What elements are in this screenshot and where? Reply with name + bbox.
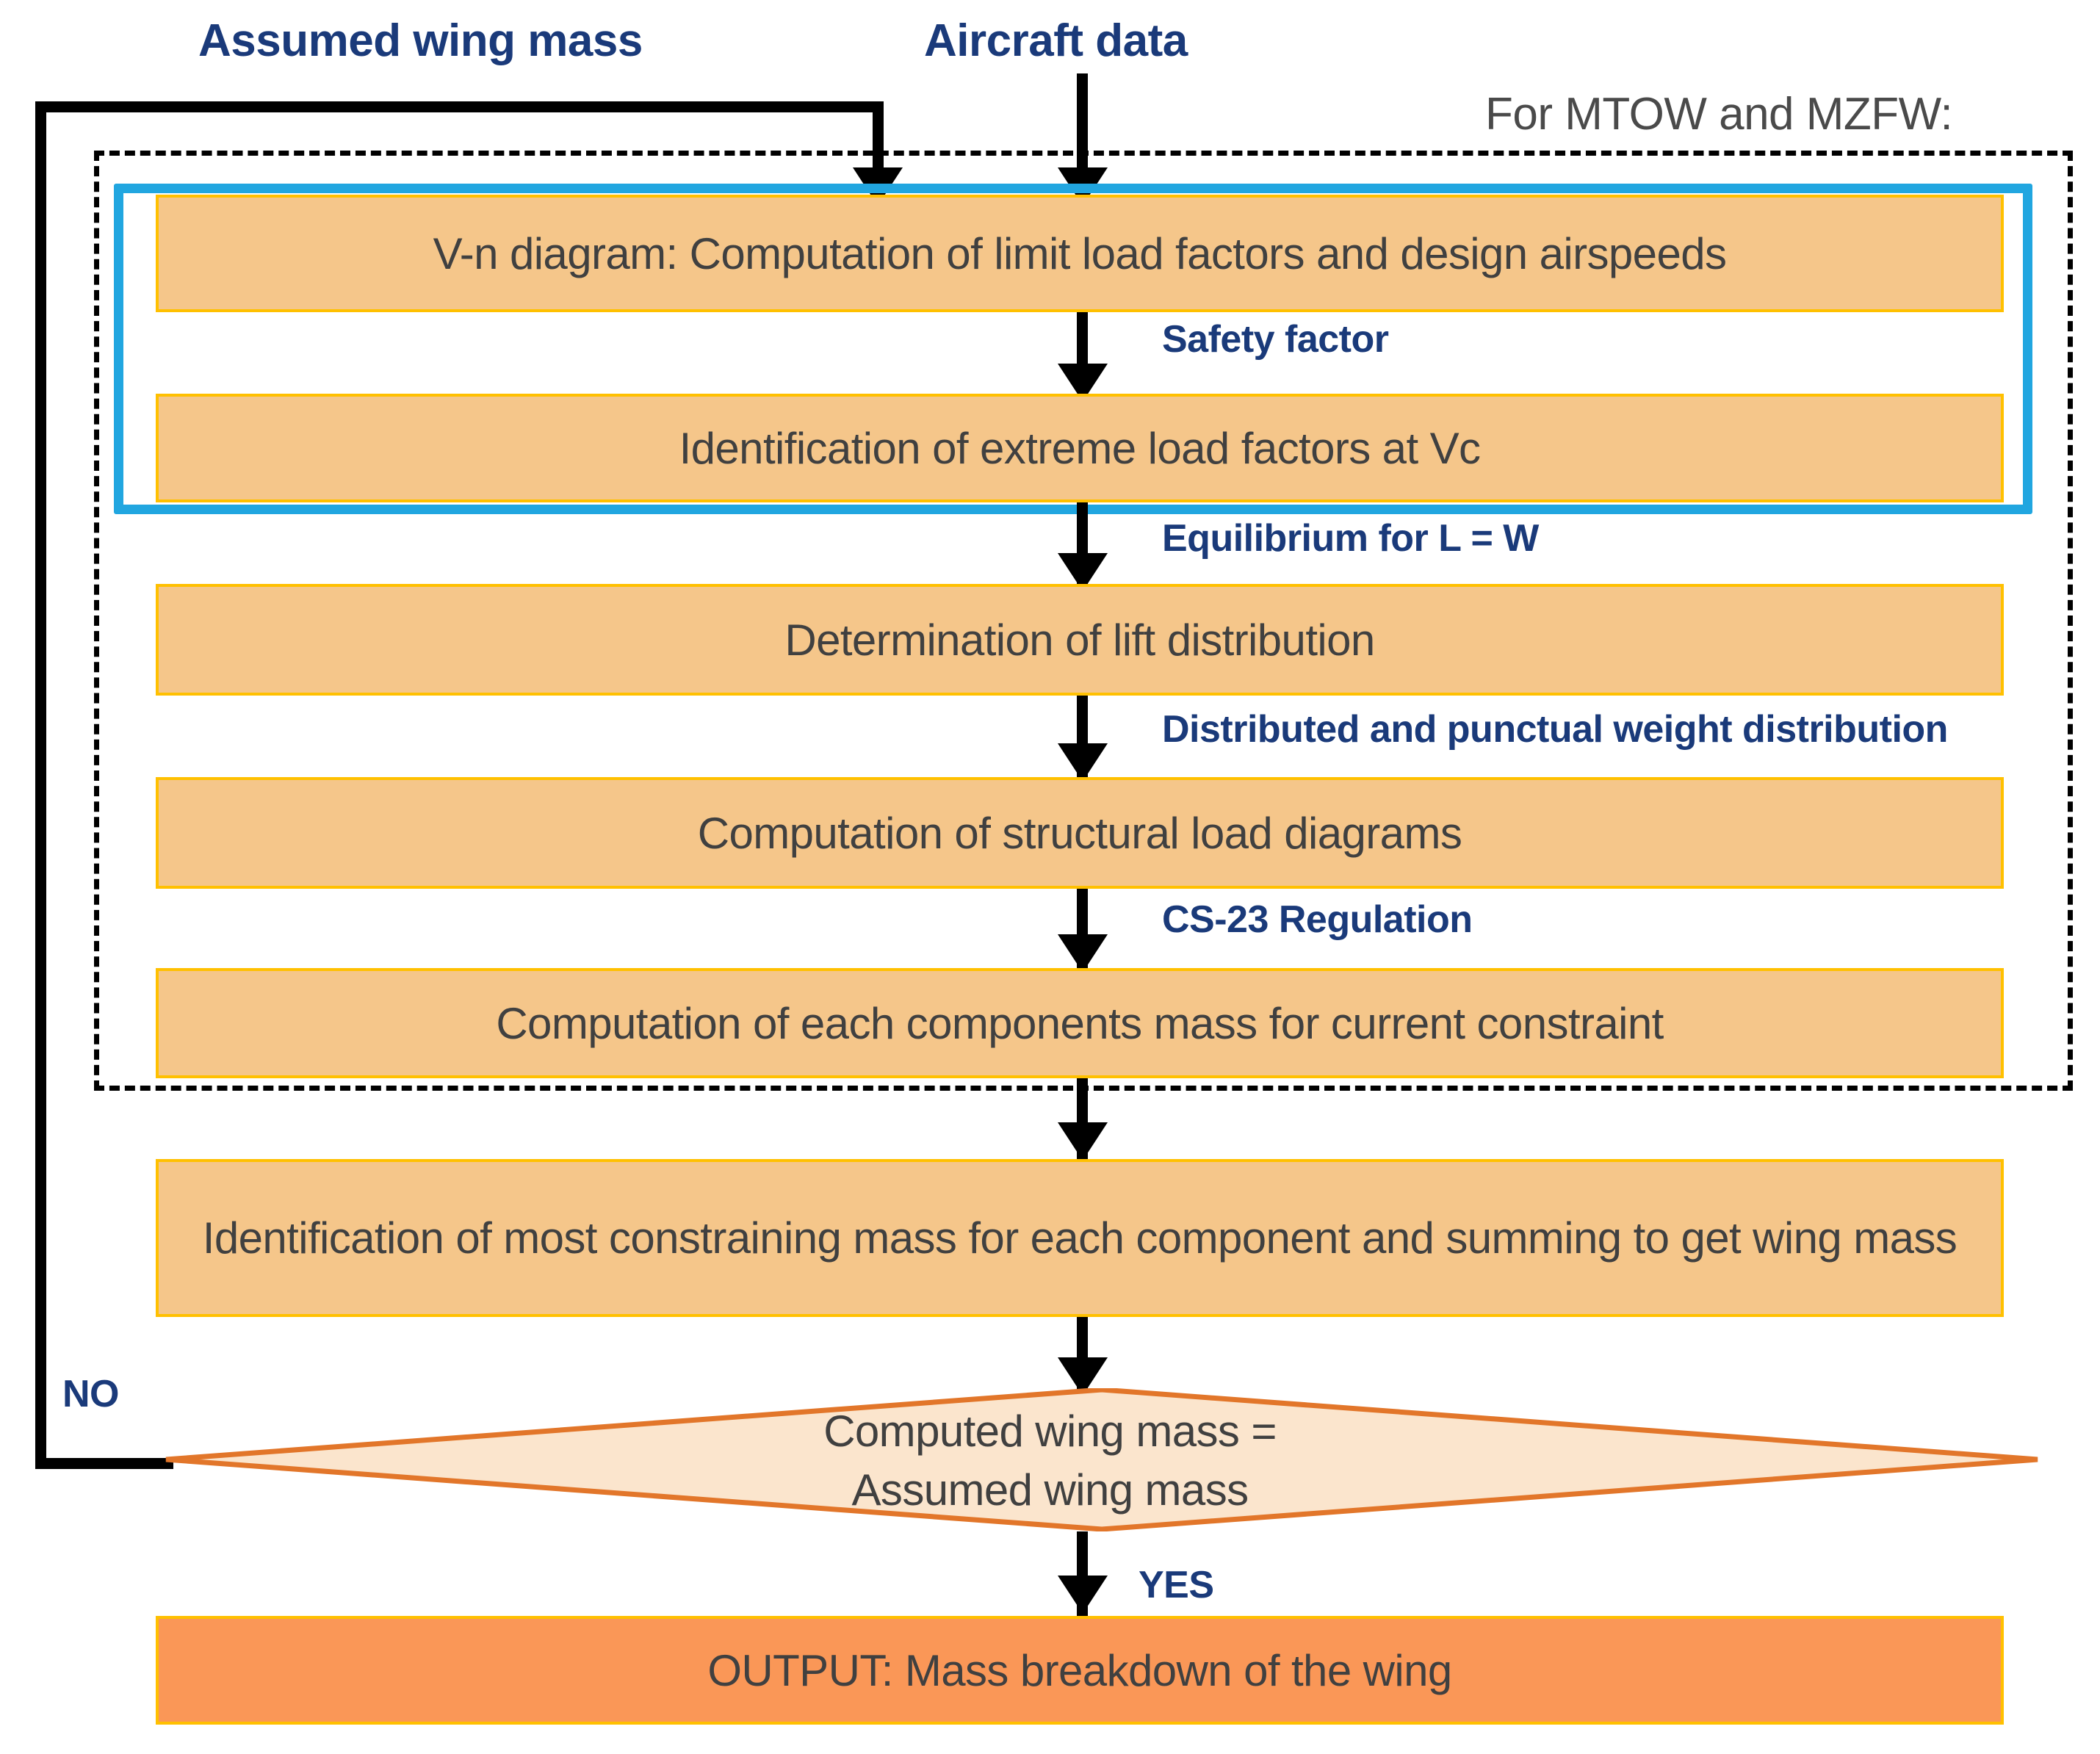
arrowhead-lift-to-structural — [1058, 743, 1108, 782]
process-box-components-mass-label: Computation of each components mass for … — [496, 998, 1664, 1048]
label-safety-factor: Safety factor — [1162, 318, 1389, 361]
process-box-lift-distribution-label: Determination of lift distribution — [784, 615, 1375, 665]
process-box-extreme-load-factors[interactable]: Identification of extreme load factors a… — [156, 394, 2004, 502]
label-for-mtow-and-mzfw: For MTOW and MZFW: — [1485, 89, 1953, 140]
label-cs23: CS-23 Regulation — [1162, 898, 1473, 941]
process-box-components-mass[interactable]: Computation of each components mass for … — [156, 968, 2004, 1078]
process-box-constraining-mass-label: Identification of most constraining mass… — [202, 1213, 1958, 1263]
decision-label-line1: Computed wing mass = — [823, 1407, 1277, 1456]
process-box-vn-diagram-label: V-n diagram: Computation of limit load f… — [433, 228, 1727, 278]
decision-label-line2: Assumed wing mass — [851, 1465, 1249, 1515]
process-box-structural-load-label: Computation of structural load diagrams — [697, 808, 1462, 858]
process-box-constraining-mass[interactable]: Identification of most constraining mass… — [156, 1159, 2004, 1317]
arrowhead-decision-to-output — [1058, 1576, 1108, 1614]
decision-diamond-wing-mass-check[interactable] — [163, 1388, 2041, 1531]
aircraft-data-line — [1077, 73, 1088, 187]
label-no: NO — [62, 1373, 120, 1415]
feedback-loop-vertical-line — [35, 101, 46, 1469]
label-aircraft-data: Aircraft data — [924, 15, 1188, 66]
process-box-lift-distribution[interactable]: Determination of lift distribution — [156, 584, 2004, 696]
process-box-structural-load[interactable]: Computation of structural load diagrams — [156, 777, 2004, 889]
feedback-loop-drop-line — [873, 101, 884, 186]
highlight-zone-load-factors — [114, 184, 2032, 514]
arrowhead-components-to-constraining — [1058, 1122, 1108, 1161]
process-box-extreme-load-factors-label: Identification of extreme load factors a… — [679, 423, 1481, 473]
output-box-mass-breakdown[interactable]: OUTPUT: Mass breakdown of the wing — [156, 1616, 2004, 1725]
arrowhead-structural-to-components — [1058, 934, 1108, 972]
feedback-loop-bottom-line — [35, 1458, 173, 1469]
label-equilibrium: Equilibrium for L = W — [1162, 517, 1539, 560]
label-yes: YES — [1139, 1564, 1214, 1606]
label-assumed-wing-mass: Assumed wing mass — [198, 15, 643, 66]
feedback-loop-top-line — [35, 101, 884, 112]
process-box-vn-diagram[interactable]: V-n diagram: Computation of limit load f… — [156, 195, 2004, 312]
label-weight-distribution: Distributed and punctual weight distribu… — [1162, 708, 1948, 751]
output-box-label: OUTPUT: Mass breakdown of the wing — [707, 1645, 1452, 1695]
